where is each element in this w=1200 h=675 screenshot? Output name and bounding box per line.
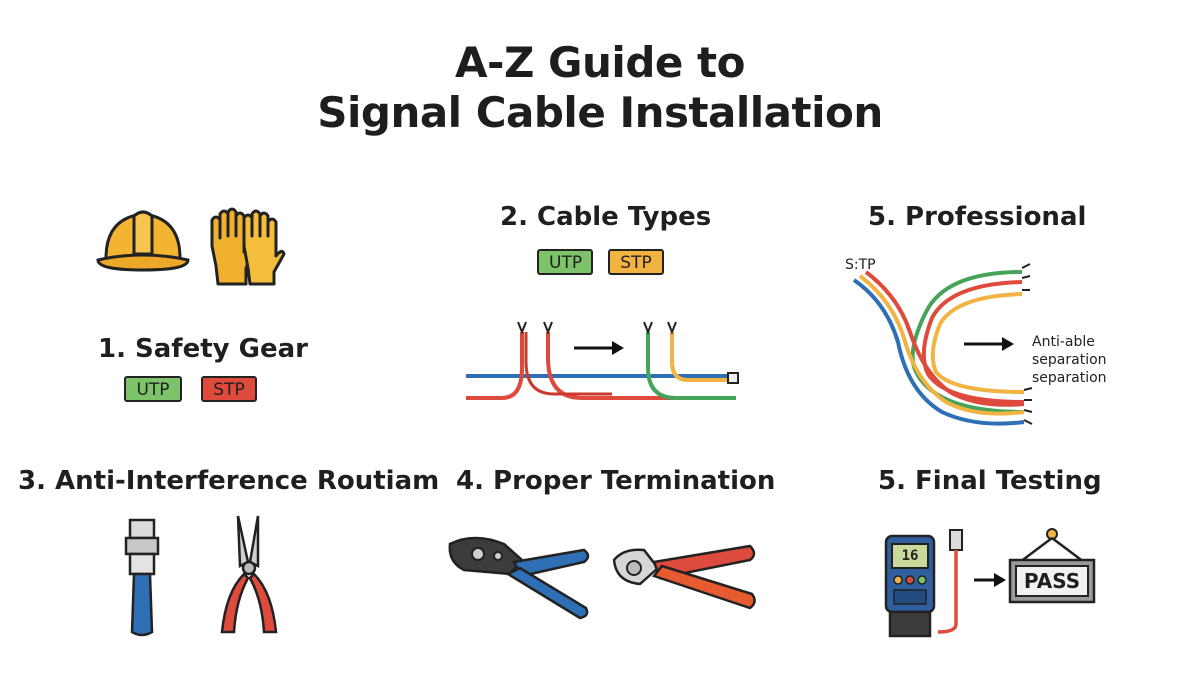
section-heading-anti-interference: 3. Anti-Interference Routiam <box>18 466 440 496</box>
badge-stp: STP <box>608 249 664 275</box>
section-heading-proper-termination: 4. Proper Termination <box>456 466 776 496</box>
page-title-line-1: A-Z Guide to <box>455 38 745 87</box>
note-line-2: separation <box>1032 352 1107 368</box>
note-line-3: separation <box>1032 370 1107 386</box>
arrow-right-icon <box>964 337 1014 351</box>
badge-utp: UTP <box>537 249 593 275</box>
meter-readout: 16 <box>901 548 919 564</box>
wire-stripper-icon <box>220 515 278 634</box>
arrow-right-icon <box>574 341 624 355</box>
section-heading-final-testing: 5. Final Testing <box>878 466 1102 496</box>
hard-hat-icon <box>96 210 190 272</box>
cable-bundle-icon <box>852 263 1033 426</box>
title-block: A-Z Guide to Signal Cable Installation <box>0 38 1200 138</box>
coax-connector-icon <box>124 518 160 637</box>
note-line-1: Anti-able <box>1032 334 1095 350</box>
badge-stp: STP <box>201 376 257 402</box>
gloves-icon <box>210 207 286 286</box>
pass-sign-icon: PASS <box>1008 526 1096 606</box>
pass-sign-text: PASS <box>1023 569 1081 593</box>
section-heading-safety-gear: 1. Safety Gear <box>98 334 309 364</box>
test-lead-icon <box>937 529 963 634</box>
cable-cutter-icon <box>612 544 756 610</box>
section-heading-professional: 5. Professional <box>868 202 1087 232</box>
cable-routing-icon <box>466 321 739 400</box>
arrow-right-icon <box>974 573 1006 587</box>
cable-tester-icon: 16 <box>884 534 936 638</box>
crimping-tool-icon <box>448 536 590 620</box>
section-heading-cable-types: 2. Cable Types <box>500 202 712 232</box>
badge-utp: UTP <box>124 376 182 402</box>
cable-label: S:TP <box>845 257 876 273</box>
page-title-line-2: Signal Cable Installation <box>317 88 883 137</box>
